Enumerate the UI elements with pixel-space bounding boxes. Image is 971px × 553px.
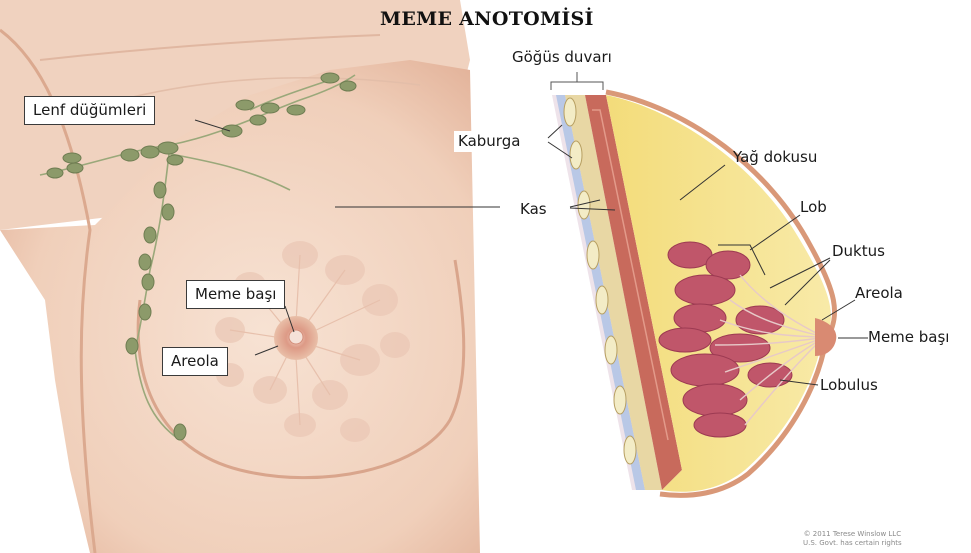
frontal-view [0, 0, 500, 553]
copyright-notice: © 2011 Terese Winslow LLC U.S. Govt. has… [803, 530, 902, 548]
label-muscle: Kas [516, 199, 551, 220]
diagram-title: MEME ANOTOMİSİ [380, 8, 594, 30]
label-chest-wall: Göğüs duvarı [508, 47, 616, 68]
label-duct: Duktus [832, 244, 885, 259]
label-nipple-right: Meme başı [868, 330, 949, 345]
label-fat-tissue: Yağ dokusu [733, 150, 817, 165]
cross-section-view [548, 72, 868, 495]
label-lymph-nodes: Lenf düğümleri [24, 96, 155, 125]
copyright-line-2: U.S. Govt. has certain rights [803, 539, 902, 548]
label-rib: Kaburga [454, 131, 524, 152]
label-areola-right: Areola [855, 286, 903, 301]
label-lobe: Lob [800, 200, 827, 215]
label-areola-left: Areola [162, 347, 228, 376]
label-lobule: Lobulus [820, 378, 878, 393]
nipple [289, 330, 303, 344]
copyright-line-1: © 2011 Terese Winslow LLC [803, 530, 902, 539]
label-nipple-left: Meme başı [186, 280, 285, 309]
